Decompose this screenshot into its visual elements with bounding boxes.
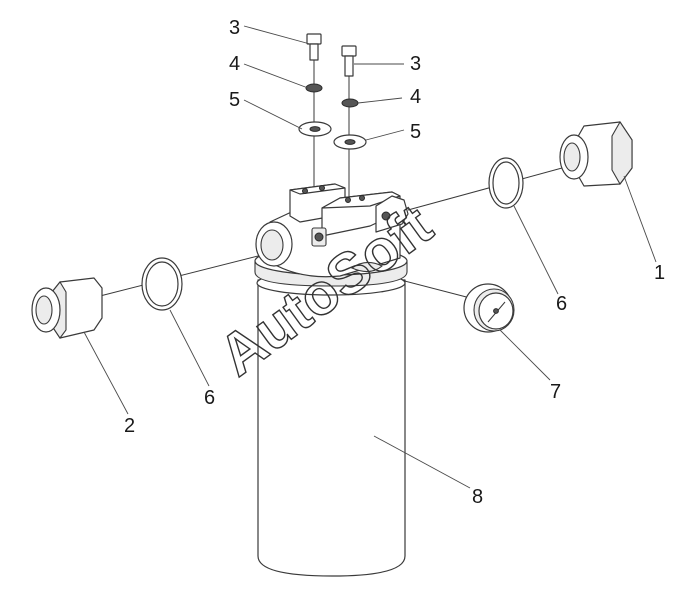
filter-head xyxy=(255,183,409,278)
lock-washer-right xyxy=(341,98,359,108)
callout-5-left: 5 xyxy=(229,89,240,111)
callout-3-right: 3 xyxy=(410,53,421,75)
flat-washer-left xyxy=(298,121,332,137)
o-ring-right xyxy=(488,157,524,209)
bolt-left xyxy=(306,33,322,61)
callout-2: 2 xyxy=(124,415,135,437)
callout-8: 8 xyxy=(472,486,483,508)
fitting-right xyxy=(559,120,633,187)
callout-6-left: 6 xyxy=(204,387,215,409)
o-ring-left xyxy=(141,257,183,311)
fitting-left xyxy=(31,277,103,339)
callout-4-right: 4 xyxy=(410,86,421,108)
callout-6-right: 6 xyxy=(556,293,567,315)
leader-lines xyxy=(83,25,657,489)
lock-washer-left xyxy=(305,83,323,93)
bolt-right xyxy=(341,45,357,77)
flat-washer-right xyxy=(333,134,367,150)
callout-4-left: 4 xyxy=(229,53,240,75)
callout-5-right: 5 xyxy=(410,121,421,143)
callout-7: 7 xyxy=(550,381,561,403)
callout-3-left: 3 xyxy=(229,17,240,39)
pressure-gauge xyxy=(463,283,515,333)
callout-1: 1 xyxy=(654,262,665,284)
